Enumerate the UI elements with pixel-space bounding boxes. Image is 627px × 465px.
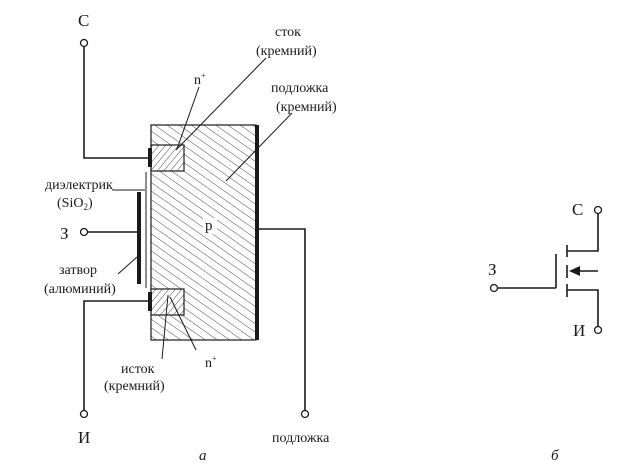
source-terminal xyxy=(79,409,89,419)
leader-n-top xyxy=(176,86,200,150)
symbol-body-arrow xyxy=(569,266,580,276)
source-region-label-1: исток xyxy=(121,362,155,377)
drain-region-label-1: сток xyxy=(275,25,301,40)
symbol-source-wire xyxy=(567,289,599,326)
source-region-label-2: (кремний) xyxy=(104,379,165,394)
leader-n-bottom xyxy=(169,296,197,351)
gate-terminal-label: З xyxy=(60,224,69,243)
source-terminal-label: И xyxy=(78,428,90,447)
doping-bottom-label: n+ xyxy=(205,354,217,371)
leader-substrate xyxy=(225,112,293,182)
symbol-drain-terminal xyxy=(593,205,603,215)
source-wire xyxy=(83,300,148,410)
symbol-drain-wire xyxy=(567,214,599,252)
symbol-gate-label: З xyxy=(488,260,497,279)
substrate-region-label-1: подложка xyxy=(271,81,329,96)
substrate-region-label-2: (кремний) xyxy=(276,100,337,115)
dielectric-label-1: диэлектрик xyxy=(45,178,113,193)
gate-metal-label-1: затвор xyxy=(59,263,97,278)
symbol-source-label: И xyxy=(573,321,585,340)
drain-terminal-label: С xyxy=(78,11,89,30)
symbol-source-terminal xyxy=(593,325,603,335)
doping-top-label: n+ xyxy=(194,71,206,88)
drain-region-label-2: (кремний) xyxy=(256,44,317,59)
leader-gate xyxy=(117,256,138,275)
symbol-drain-label: С xyxy=(572,200,583,219)
substrate-terminal-label: подложка xyxy=(272,431,330,446)
caption-b: б xyxy=(551,448,559,464)
leader-source xyxy=(161,294,169,360)
leader-drain xyxy=(175,57,267,151)
gate-metal-label-2: (алюминий) xyxy=(44,282,116,297)
figure-a: С З И подложка сток (кремний) подложка (… xyxy=(44,11,337,464)
substrate-wire xyxy=(259,228,306,410)
dielectric-label-2: (SiO2) xyxy=(57,196,93,212)
body-type-label: p xyxy=(205,218,213,234)
figure-b: С З И б xyxy=(488,200,603,464)
gate-terminal xyxy=(79,227,89,237)
caption-a: а xyxy=(199,448,207,464)
drain-terminal xyxy=(79,38,89,48)
symbol-gate-terminal xyxy=(489,283,499,293)
substrate-terminal xyxy=(300,409,310,419)
drain-wire xyxy=(83,47,148,159)
